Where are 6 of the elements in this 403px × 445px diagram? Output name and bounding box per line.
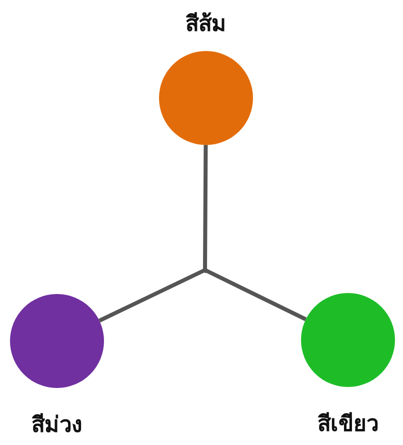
circle-label: สีเขียว (316, 411, 380, 439)
connector-line (98, 268, 206, 322)
circle-label: สีส้ม (184, 11, 228, 39)
circle-label: สีม่วง (30, 412, 84, 440)
connector-line (203, 145, 208, 270)
connector-line (204, 268, 307, 322)
